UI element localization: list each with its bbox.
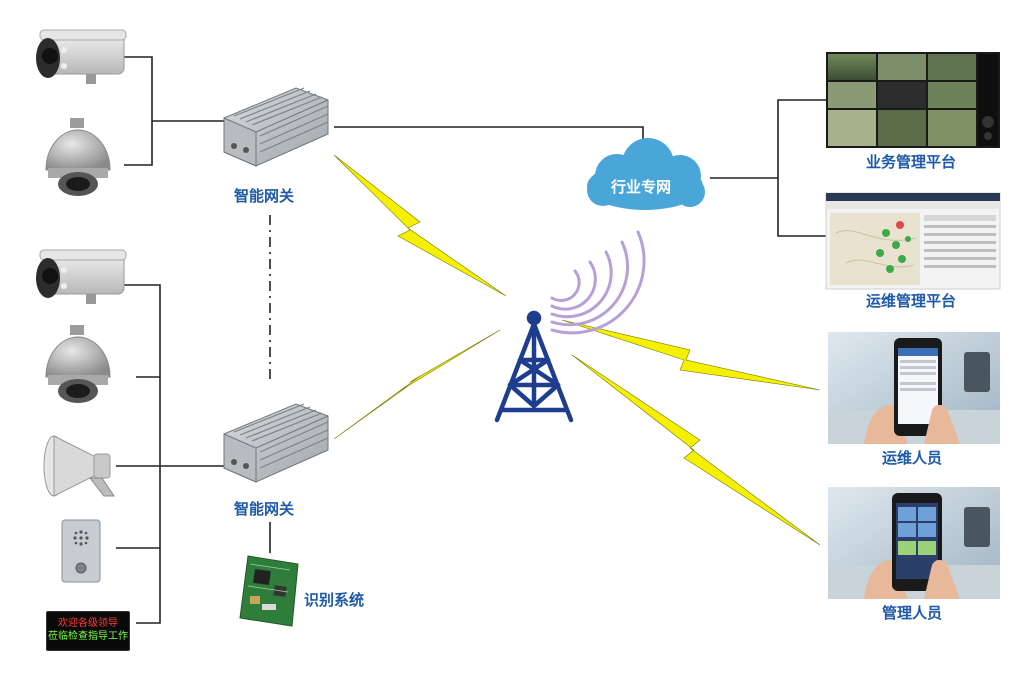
dome-camera-icon bbox=[45, 118, 111, 196]
lightning-icon bbox=[561, 319, 821, 391]
ops-platform-label: 运维管理平台 bbox=[866, 292, 957, 310]
smartphone-hand-icon bbox=[828, 487, 1000, 599]
intercom-panel-icon bbox=[61, 519, 101, 583]
gateway-device-icon bbox=[223, 87, 329, 167]
management-staff-label: 管理人员 bbox=[882, 604, 943, 622]
dome-camera-icon bbox=[45, 325, 111, 403]
radio-tower-icon bbox=[494, 310, 574, 423]
connector-lines bbox=[116, 56, 826, 624]
recognition-system-label: 识别系统 bbox=[304, 591, 365, 609]
gateway-top-label: 智能网关 bbox=[234, 187, 295, 205]
cloud-icon bbox=[587, 138, 705, 210]
lightning-bolts bbox=[333, 154, 821, 546]
horn-speaker-icon bbox=[43, 435, 115, 497]
lightning-icon bbox=[333, 329, 501, 440]
monitor-screen-icon bbox=[825, 192, 1001, 290]
bullet-camera-icon bbox=[36, 29, 127, 84]
industry-network-label: 行业专网 bbox=[611, 178, 672, 196]
led-sign-line2: 莅临检查指导工作 bbox=[48, 631, 128, 642]
bullet-camera-icon bbox=[36, 249, 127, 304]
circuit-board-icon bbox=[239, 555, 299, 627]
smartphone-hand-icon bbox=[828, 332, 1000, 444]
lightning-icon bbox=[571, 354, 821, 546]
signal-waves-icon bbox=[550, 230, 646, 335]
lightning-icon bbox=[333, 154, 507, 297]
ops-staff-label: 运维人员 bbox=[882, 449, 943, 467]
gateway-bottom-label: 智能网关 bbox=[234, 500, 295, 518]
led-sign-icon: 欢迎各级领导 莅临检查指导工作 bbox=[46, 611, 130, 651]
gateway-device-icon bbox=[223, 403, 329, 483]
monitor-screen-icon bbox=[826, 52, 1000, 148]
business-platform-label: 业务管理平台 bbox=[866, 153, 957, 171]
led-sign-line1: 欢迎各级领导 bbox=[58, 618, 118, 629]
